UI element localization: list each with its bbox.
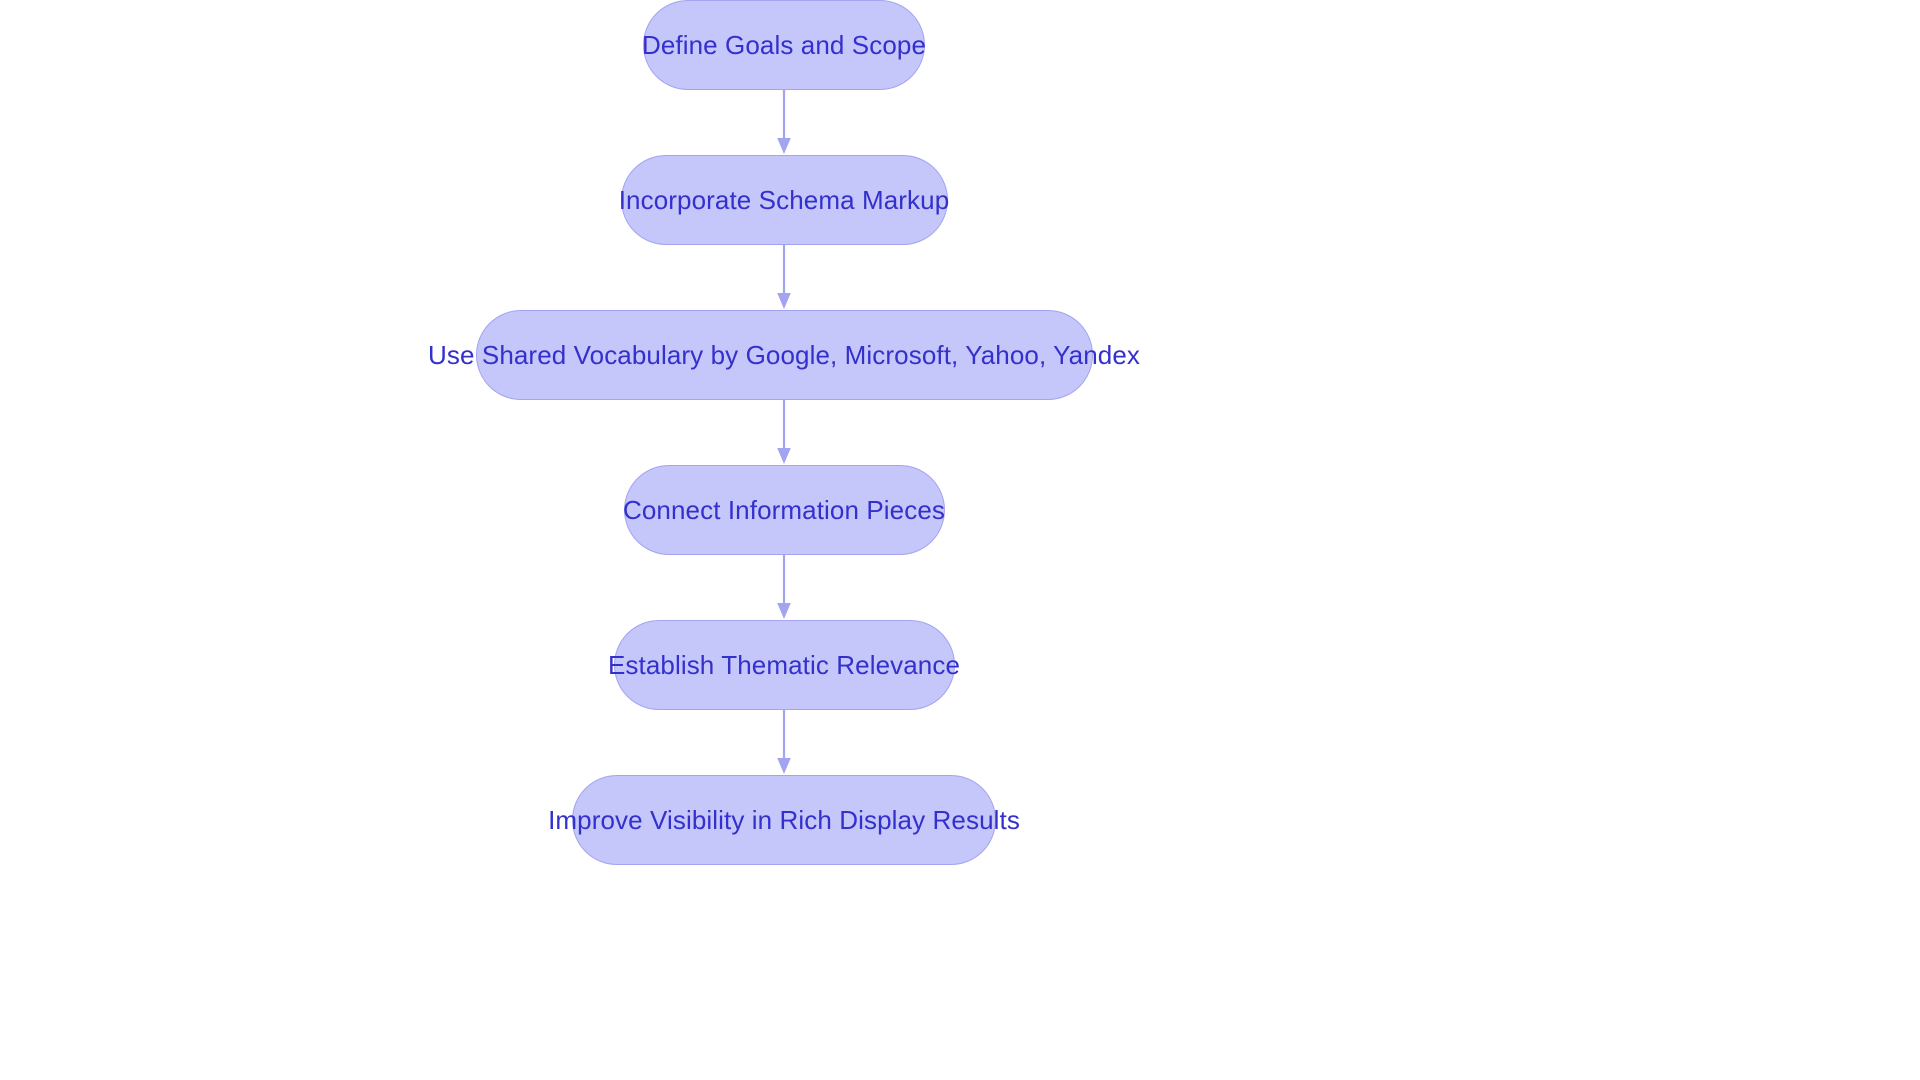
flow-node-improve-visibility-rich-results[interactable]: Improve Visibility in Rich Display Resul… <box>548 775 1020 865</box>
flow-connector-n5-n6 <box>774 710 794 775</box>
flow-node-define-goals-and-scope[interactable]: Define Goals and Scope <box>641 0 927 90</box>
flow-node-label: Incorporate Schema Markup <box>618 185 950 215</box>
flow-node-use-shared-vocabulary[interactable]: Use Shared Vocabulary by Google, Microso… <box>428 310 1140 400</box>
flowchart-chain: Define Goals and Scope Incorporate Schem… <box>428 0 1140 865</box>
flow-node-label: Improve Visibility in Rich Display Resul… <box>548 805 1020 835</box>
flow-node-connect-information-pieces[interactable]: Connect Information Pieces <box>623 465 945 555</box>
flow-connector-n3-n4 <box>774 400 794 465</box>
flow-connector-n2-n3 <box>774 245 794 310</box>
flow-node-label: Use Shared Vocabulary by Google, Microso… <box>428 340 1140 370</box>
flow-node-incorporate-schema-markup[interactable]: Incorporate Schema Markup <box>618 155 950 245</box>
flow-node-label: Define Goals and Scope <box>641 30 927 60</box>
flow-node-label: Connect Information Pieces <box>623 495 945 525</box>
flow-node-establish-thematic-relevance[interactable]: Establish Thematic Relevance <box>608 620 960 710</box>
flow-connector-n1-n2 <box>774 90 794 155</box>
flow-connector-n4-n5 <box>774 555 794 620</box>
flow-node-label: Establish Thematic Relevance <box>607 650 961 680</box>
